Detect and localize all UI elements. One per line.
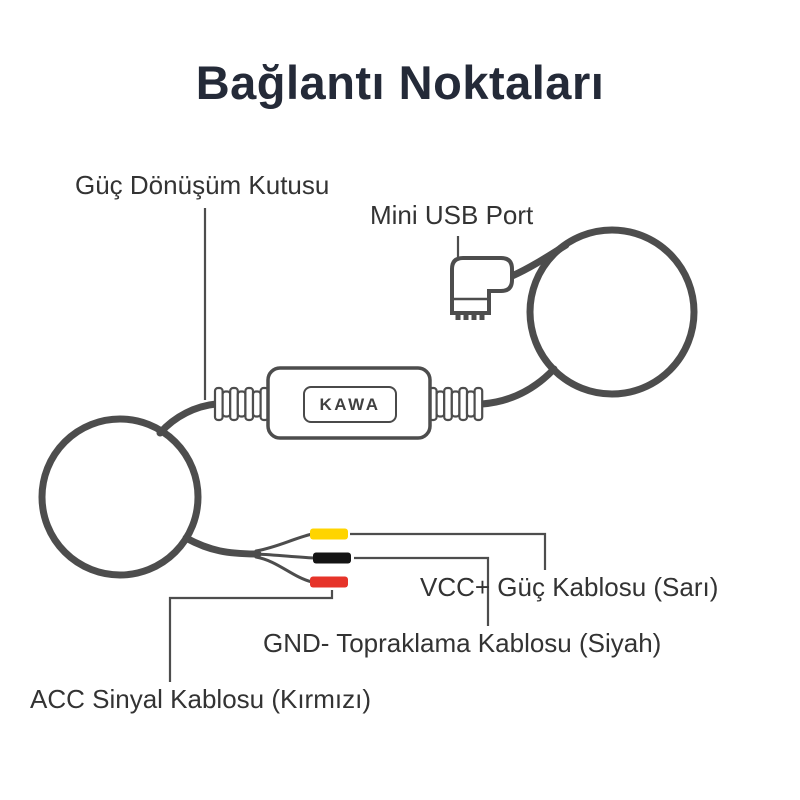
wire-yellow-lead <box>254 532 314 553</box>
gnd-leader-line <box>354 556 490 626</box>
strain-relief-left <box>213 386 270 422</box>
vcc-leader-line <box>350 532 547 570</box>
mini-usb-connector <box>450 256 514 320</box>
wire-tip-yellow <box>310 528 348 540</box>
brand-logo: KAWA <box>303 386 397 423</box>
label-mini-usb-port: Mini USB Port <box>370 200 534 230</box>
label-gnd-ground-cable: GND- Topraklama Kablosu (Siyah) <box>263 628 662 658</box>
page-title: Bağlantı Noktaları <box>195 56 605 109</box>
wire-tip-black <box>313 552 351 564</box>
wire-tip-red <box>310 576 348 588</box>
cable <box>38 226 698 584</box>
label-vcc-power-cable: VCC+ Güç Kablosu (Sarı) <box>420 572 719 602</box>
label-acc-signal-cable: ACC Sinyal Kablosu (Kırmızı) <box>30 684 371 714</box>
cable-left-exit <box>182 534 262 558</box>
cable-loop-left <box>38 415 202 579</box>
cable-loop-right <box>526 226 698 398</box>
mini-usb-pins <box>455 313 485 320</box>
strain-relief-right <box>427 386 484 422</box>
cable-right-to-connector <box>508 241 570 280</box>
wire-black-lead <box>254 552 316 560</box>
wire-red-lead <box>254 555 314 584</box>
cable-left-entry <box>156 400 220 437</box>
leader-lines <box>168 208 547 682</box>
acc-leader-line <box>168 590 334 682</box>
mini-usb-body <box>450 256 514 315</box>
cable-right-to-box <box>478 365 558 408</box>
label-power-conversion-box: Güç Dönüşüm Kutusu <box>75 170 330 200</box>
